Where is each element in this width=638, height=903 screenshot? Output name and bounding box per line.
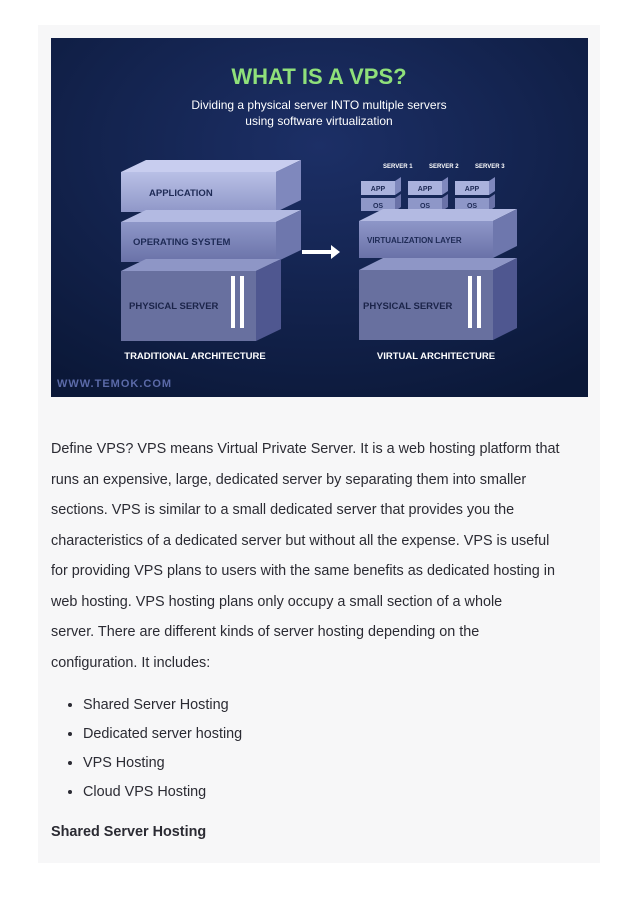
physical-server-label-right: PHYSICAL SERVER bbox=[363, 301, 453, 312]
physical-server-label-left: PHYSICAL SERVER bbox=[129, 301, 219, 312]
paragraph-line: web hosting. VPS hosting plans only occu… bbox=[51, 593, 503, 610]
paragraph-line: characteristics of a dedicated server bu… bbox=[51, 532, 550, 549]
virtual-architecture-caption: VIRTUAL ARCHITECTURE bbox=[377, 351, 495, 362]
server-3-os-label: OS bbox=[467, 203, 477, 210]
watermark-url: WWW.TEMOK.COM bbox=[57, 378, 172, 390]
list-item: Shared Server Hosting bbox=[83, 691, 242, 720]
paragraph-line: configuration. It includes: bbox=[51, 654, 211, 671]
list-item: Dedicated server hosting bbox=[83, 720, 242, 749]
virtualization-layer-label: VIRTUALIZATION LAYER bbox=[367, 236, 462, 245]
server-1-app-label: APP bbox=[371, 186, 386, 193]
vps-diagram-svg: WHAT IS A VPS? Dividing a physical serve… bbox=[51, 38, 588, 397]
hosting-types-list: Shared Server Hosting Dedicated server h… bbox=[65, 691, 242, 807]
server-2-label: SERVER 2 bbox=[429, 164, 459, 170]
diagram-subtitle-line2: using software virtualization bbox=[245, 114, 392, 128]
server-3-label: SERVER 3 bbox=[475, 164, 505, 170]
server-1-label: SERVER 1 bbox=[383, 164, 413, 170]
traditional-architecture-caption: TRADITIONAL ARCHITECTURE bbox=[124, 351, 265, 362]
server-2-os-label: OS bbox=[420, 203, 430, 210]
paragraph-line: for providing VPS plans to users with th… bbox=[51, 563, 555, 579]
vps-diagram-image: WHAT IS A VPS? Dividing a physical serve… bbox=[51, 38, 588, 397]
diagram-subtitle-line1: Dividing a physical server INTO multiple… bbox=[191, 98, 446, 112]
paragraph-line: Define VPS? VPS means Virtual Private Se… bbox=[51, 441, 560, 457]
paragraph-line: sections. VPS is similar to a small dedi… bbox=[51, 502, 515, 518]
virtual-architecture-stack: SERVER 1 SERVER 2 SERVER 3 APP OS APP OS… bbox=[359, 164, 517, 362]
paragraph-line: server. There are different kinds of ser… bbox=[51, 624, 480, 640]
paragraph-line: runs an expensive, large, dedicated serv… bbox=[51, 471, 527, 488]
diagram-title: WHAT IS A VPS? bbox=[231, 64, 406, 89]
list-item: Cloud VPS Hosting bbox=[83, 778, 242, 807]
article-paragraph: Define VPS? VPS means Virtual Private Se… bbox=[51, 434, 591, 678]
server-3-app-label: APP bbox=[465, 186, 480, 193]
server-1-os-label: OS bbox=[373, 203, 383, 210]
traditional-architecture-stack: APPLICATION OPERATING SYSTEM PHYSICAL SE… bbox=[121, 160, 301, 362]
section-heading: Shared Server Hosting bbox=[51, 824, 207, 840]
operating-system-label: OPERATING SYSTEM bbox=[133, 237, 231, 248]
arrow-right-icon bbox=[302, 245, 340, 259]
application-label: APPLICATION bbox=[149, 188, 213, 199]
server-2-app-label: APP bbox=[418, 186, 433, 193]
list-item: VPS Hosting bbox=[83, 749, 242, 778]
